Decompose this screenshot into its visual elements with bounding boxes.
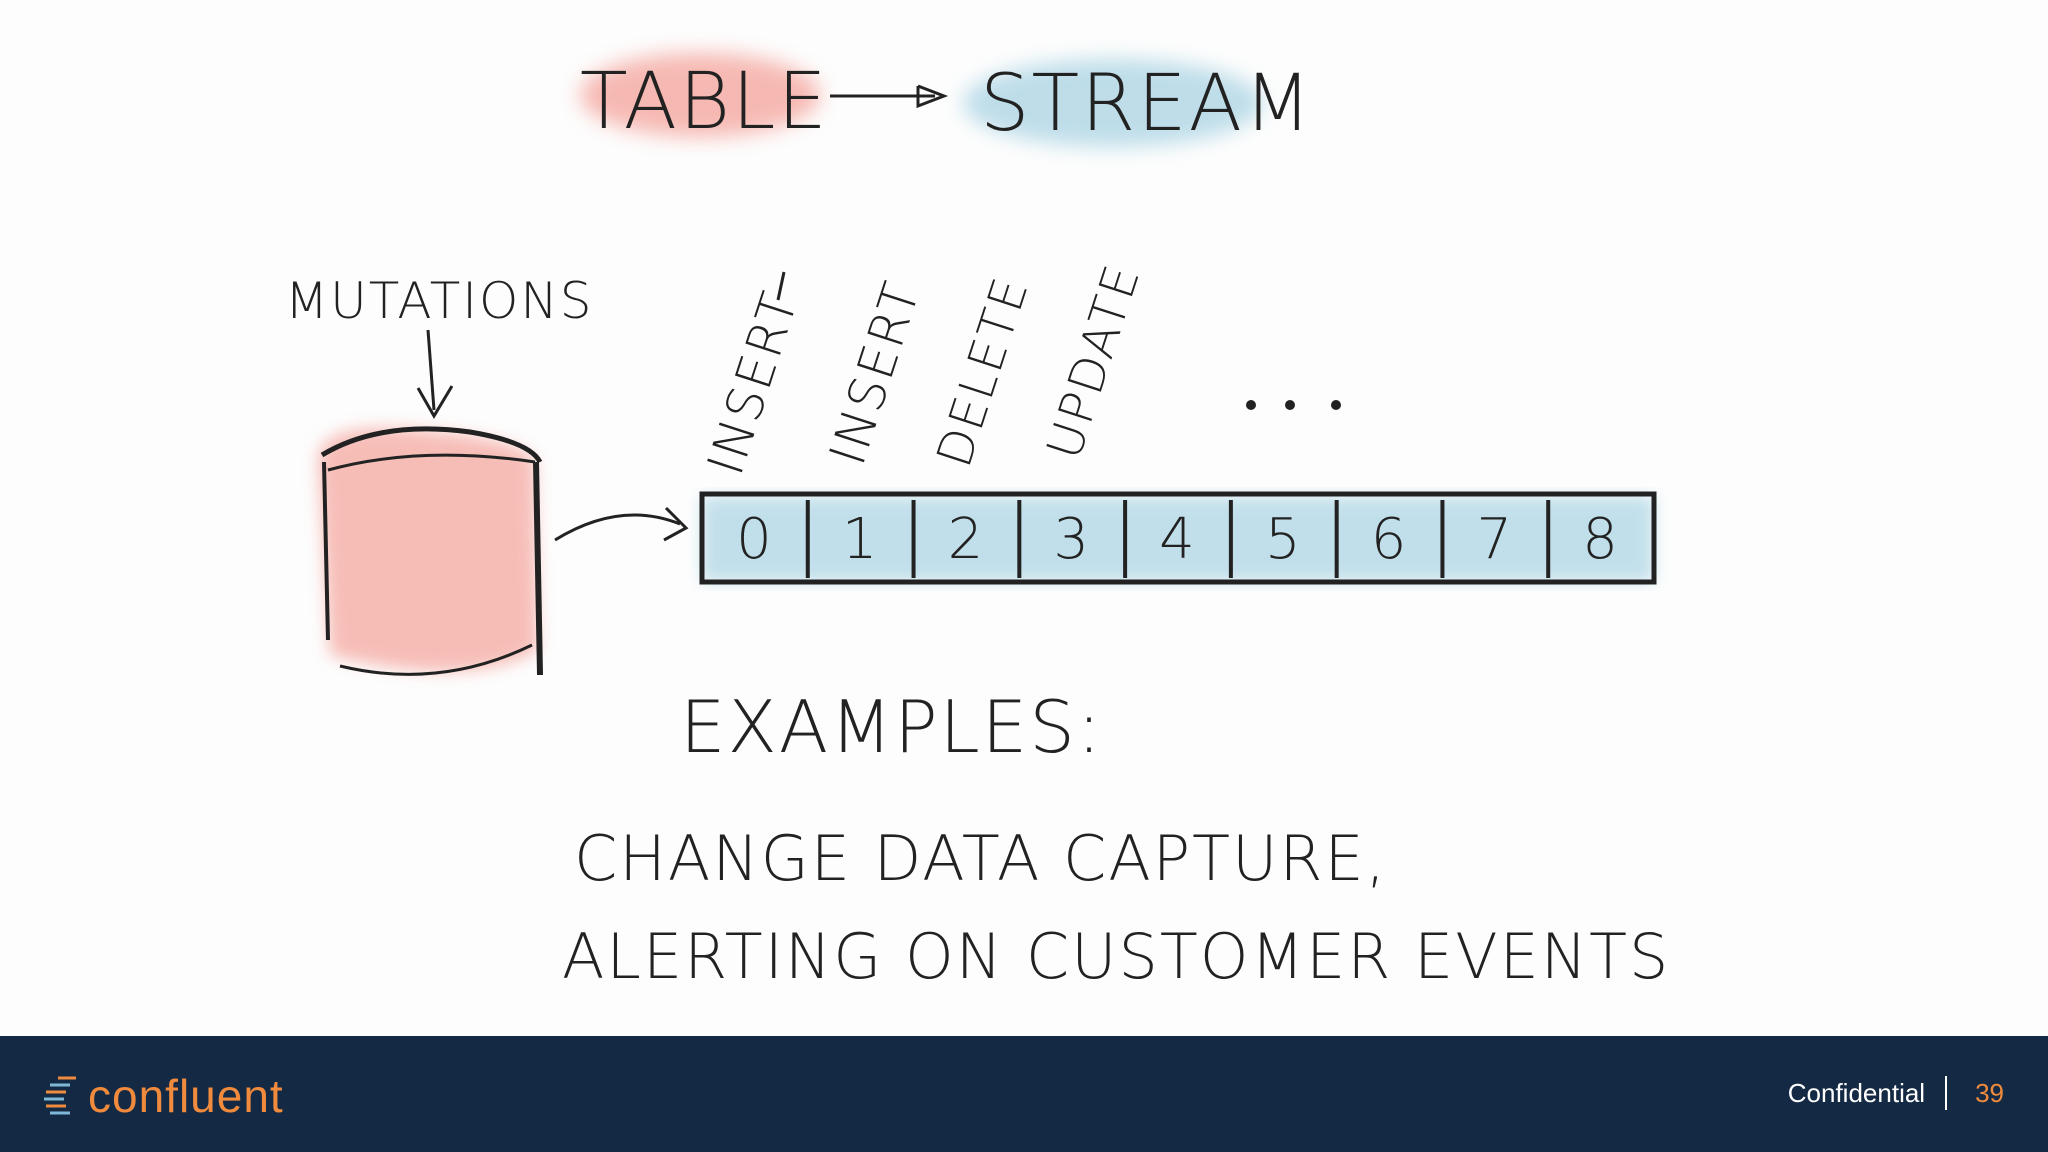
confluent-logo[interactable]: confluent bbox=[44, 1066, 284, 1126]
stream-cell-offset: 4 bbox=[1159, 507, 1197, 572]
ellipsis-dot bbox=[1246, 400, 1256, 410]
page-number: 39 bbox=[1975, 1077, 2004, 1108]
operation-label: INSERT bbox=[696, 284, 810, 482]
footer-divider bbox=[1945, 1076, 1948, 1110]
stream-cell-offset: 5 bbox=[1265, 507, 1303, 572]
stream-cells: 0 1 2 3 4 5 6 7 8 bbox=[736, 500, 1620, 578]
stream-cell-offset: 0 bbox=[736, 507, 774, 572]
mutations-arrow bbox=[426, 329, 436, 411]
operation-labels: INSERT INSERT DELETE UPDATE bbox=[696, 257, 1151, 481]
operation-tick bbox=[776, 271, 786, 301]
diagram: TABLE STREAM MUTATIONS INSERT INSERT DEL… bbox=[285, 53, 1670, 993]
title-stream: STREAM bbox=[980, 59, 1313, 149]
operation-label: INSERT bbox=[818, 274, 932, 472]
stream-highlight bbox=[963, 59, 1263, 147]
stream-cell-offset: 1 bbox=[842, 507, 880, 572]
footer-right: Confidential 39 bbox=[1788, 1076, 2004, 1110]
stream-cell-offset: 7 bbox=[1477, 507, 1515, 572]
table-highlight bbox=[580, 53, 820, 137]
confluent-logo-icon bbox=[44, 1076, 76, 1115]
examples-line-2: ALERTING ON CUSTOMER EVENTS bbox=[562, 920, 1670, 993]
examples-line-1: CHANGE DATA CAPTURE, bbox=[574, 822, 1387, 895]
ellipsis-dot bbox=[1331, 400, 1341, 410]
mutations-label: MUTATIONS bbox=[285, 272, 594, 330]
mutations-arrowhead bbox=[416, 385, 454, 419]
operation-label: UPDATE bbox=[1036, 257, 1151, 465]
operation-label: DELETE bbox=[926, 270, 1040, 474]
database-cylinder bbox=[318, 426, 543, 676]
stream-log: 0 1 2 3 4 5 6 7 8 bbox=[699, 491, 1657, 585]
stream-cell-offset: 3 bbox=[1053, 507, 1091, 572]
ellipsis-dot bbox=[1285, 400, 1295, 410]
db-to-stream-arrowhead bbox=[663, 506, 689, 542]
stream-cell-offset: 6 bbox=[1371, 507, 1409, 572]
brand-name: confluent bbox=[88, 1070, 284, 1122]
stream-cell-offset: 8 bbox=[1582, 507, 1620, 572]
footer-bar: confluent Confidential 39 bbox=[0, 1036, 2048, 1152]
slide-canvas: TABLE STREAM MUTATIONS INSERT INSERT DEL… bbox=[285, 53, 1670, 993]
confidential-label: Confidential bbox=[1787, 1077, 1926, 1108]
db-to-stream-arrow bbox=[554, 513, 681, 542]
stream-cell-offset: 2 bbox=[948, 507, 986, 572]
examples-heading: EXAMPLES: bbox=[680, 685, 1103, 769]
title-table: TABLE bbox=[580, 57, 829, 147]
title-arrowhead bbox=[916, 84, 949, 109]
